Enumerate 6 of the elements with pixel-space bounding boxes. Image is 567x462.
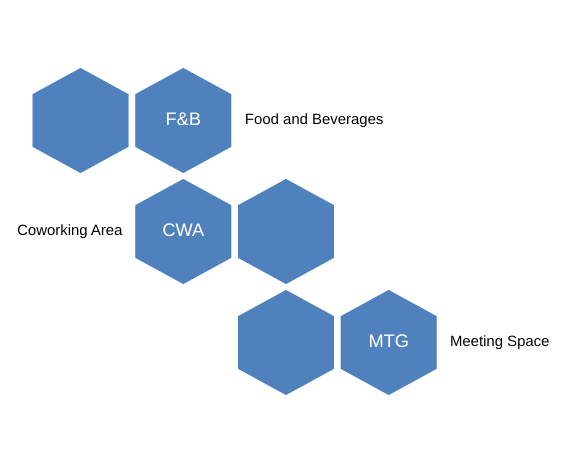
node-hexagon	[238, 178, 334, 284]
node-hexagon	[32, 67, 129, 173]
node-hexagon	[238, 289, 334, 395]
node-label: Coworking Area	[17, 222, 122, 239]
node-label: Food and Beverages	[244, 112, 384, 128]
node-label: Meeting Space	[450, 334, 550, 350]
